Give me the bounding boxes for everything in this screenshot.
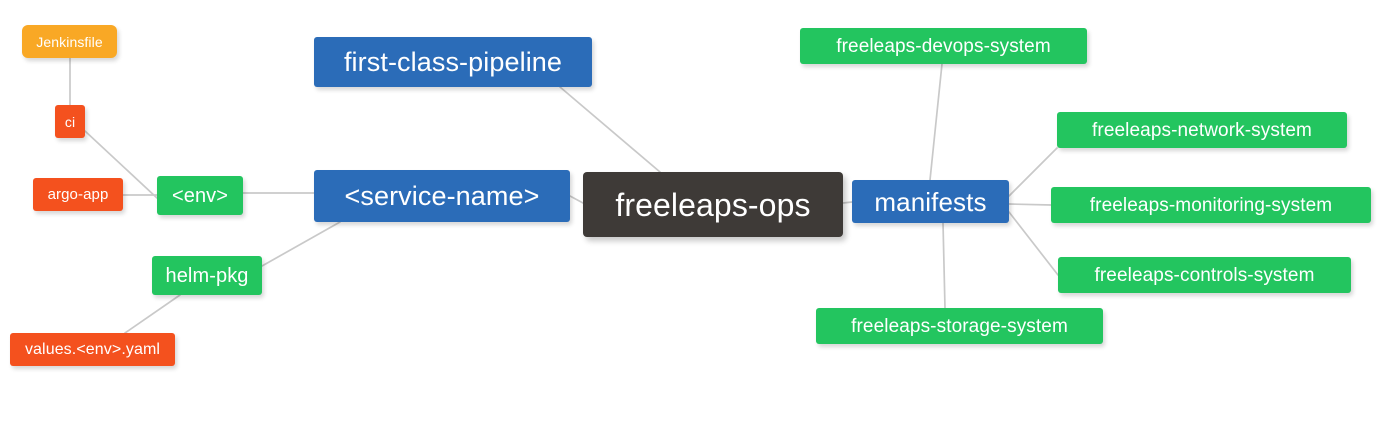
edge-service-name-to-helm-pkg	[261, 221, 341, 267]
node-controls-system[interactable]: freeleaps-controls-system	[1058, 257, 1351, 293]
node-label: helm-pkg	[165, 264, 249, 287]
node-first-class-pipeline[interactable]: first-class-pipeline	[314, 37, 592, 87]
node-monitoring-system[interactable]: freeleaps-monitoring-system	[1051, 187, 1371, 223]
node-label: Jenkinsfile	[36, 33, 103, 50]
node-jenkinsfile[interactable]: Jenkinsfile	[22, 25, 117, 58]
edge-helm-pkg-to-values-yaml	[124, 294, 181, 334]
node-label: first-class-pipeline	[343, 46, 563, 77]
node-manifests[interactable]: manifests	[852, 180, 1009, 223]
edge-manifests-to-network-system	[1008, 147, 1058, 197]
node-label: <service-name>	[344, 180, 540, 211]
node-label: values.<env>.yaml	[24, 340, 161, 358]
node-label: freeleaps-ops	[615, 186, 811, 223]
node-freeleaps-ops[interactable]: freeleaps-ops	[583, 172, 843, 237]
node-ci[interactable]: ci	[55, 105, 85, 138]
edge-first-class-pipeline-to-freeleaps-ops	[559, 86, 661, 173]
edge-manifests-to-devops-system	[929, 63, 943, 181]
node-service-name[interactable]: <service-name>	[314, 170, 570, 222]
node-network-system[interactable]: freeleaps-network-system	[1057, 112, 1347, 148]
node-env[interactable]: <env>	[157, 176, 243, 215]
node-argo-app[interactable]: argo-app	[33, 178, 123, 211]
edge-manifests-to-storage-system	[942, 222, 946, 309]
edge-freeleaps-ops-to-manifests	[842, 201, 853, 204]
node-label: ci	[64, 113, 76, 130]
edge-manifests-to-monitoring-system	[1008, 203, 1052, 206]
node-label: argo-app	[47, 186, 109, 203]
node-devops-system[interactable]: freeleaps-devops-system	[800, 28, 1087, 64]
node-label: manifests	[874, 186, 987, 217]
node-helm-pkg[interactable]: helm-pkg	[152, 256, 262, 295]
node-label: freeleaps-network-system	[1092, 119, 1312, 141]
node-label: freeleaps-storage-system	[851, 315, 1068, 337]
node-label: <env>	[171, 184, 229, 207]
node-storage-system[interactable]: freeleaps-storage-system	[816, 308, 1103, 344]
node-label: freeleaps-monitoring-system	[1089, 194, 1333, 216]
edge-service-name-to-freeleaps-ops	[569, 195, 584, 204]
node-values-yaml[interactable]: values.<env>.yaml	[10, 333, 175, 366]
node-label: freeleaps-devops-system	[836, 35, 1051, 57]
node-label: freeleaps-controls-system	[1094, 264, 1315, 286]
